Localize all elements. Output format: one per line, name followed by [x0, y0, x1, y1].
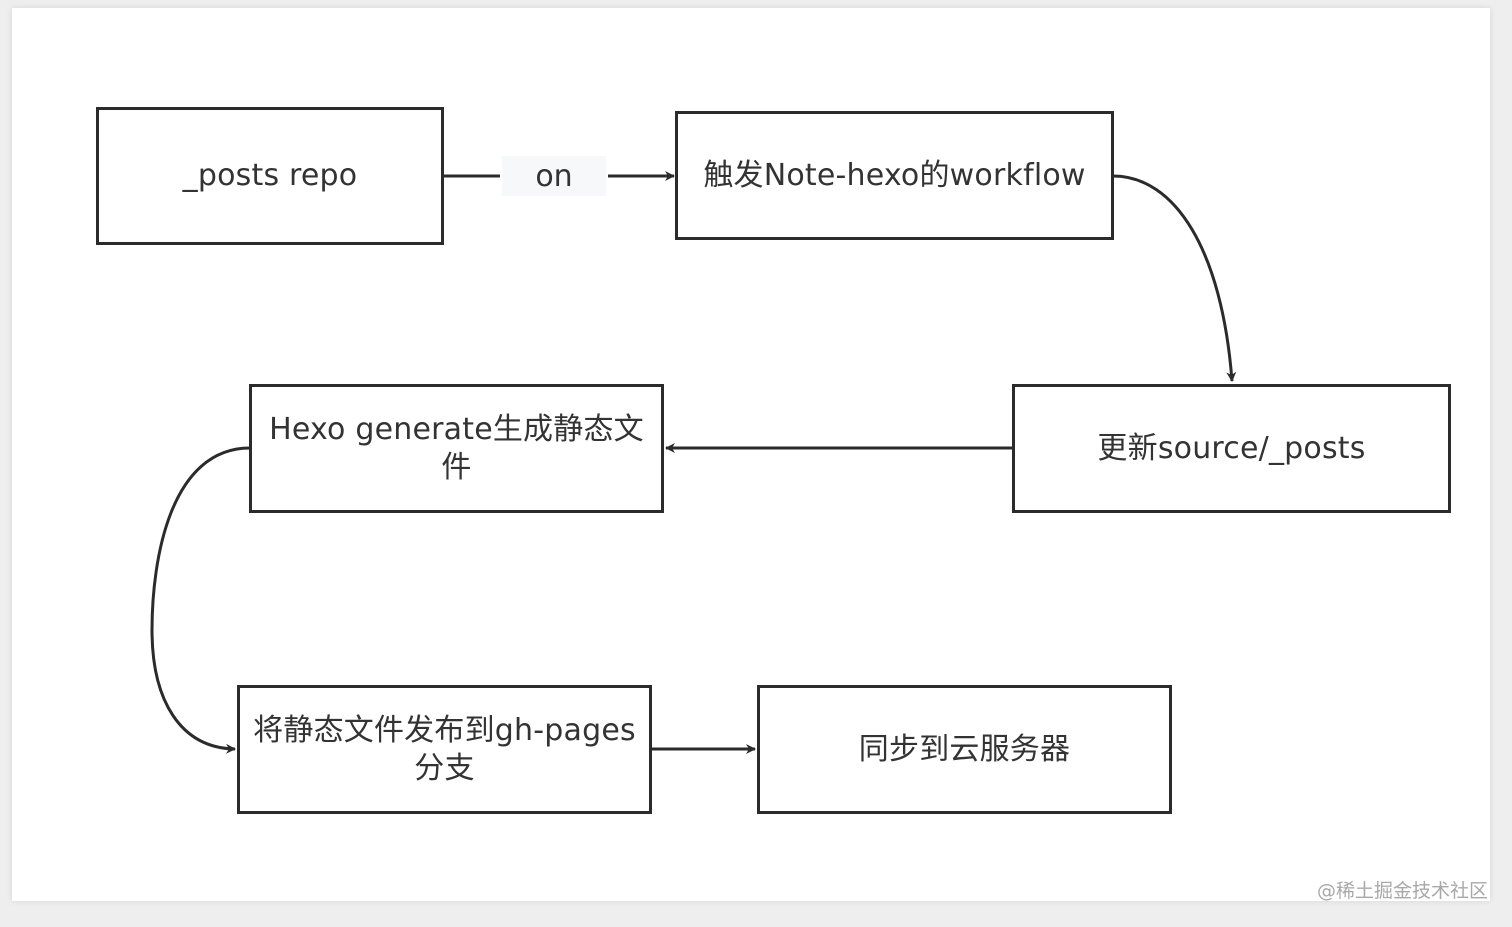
node-update-source: 更新source/_posts: [1012, 384, 1451, 513]
node-posts-repo-label: _posts repo: [182, 158, 358, 193]
node-publish-label-line2: 分支: [414, 750, 475, 786]
node-trigger-workflow: 触发Note-hexo的workflow: [675, 111, 1114, 240]
node-trigger-workflow-label: 触发Note-hexo的workflow: [703, 157, 1086, 193]
node-publish-label-line1: 将静态文件发布到gh-pages: [253, 712, 636, 748]
edge-label-on: on: [502, 156, 606, 196]
edge-workflow-to-update: [1112, 174, 1237, 382]
node-sync-server-label: 同步到云服务器: [858, 731, 1071, 767]
node-update-source-label: 更新source/_posts: [1097, 430, 1366, 466]
edge-generate-to-publish: [150, 446, 251, 754]
node-hexo-generate: Hexo generate生成静态文 件: [249, 384, 664, 513]
node-publish-gh-pages: 将静态文件发布到gh-pages 分支: [237, 685, 652, 814]
node-sync-server: 同步到云服务器: [757, 685, 1172, 814]
node-posts-repo: _posts repo: [96, 107, 444, 245]
watermark: @稀土掘金技术社区: [1316, 880, 1488, 902]
node-hexo-generate-label-line1: Hexo generate生成静态文: [269, 411, 644, 447]
node-hexo-generate-label-line2: 件: [441, 449, 472, 485]
